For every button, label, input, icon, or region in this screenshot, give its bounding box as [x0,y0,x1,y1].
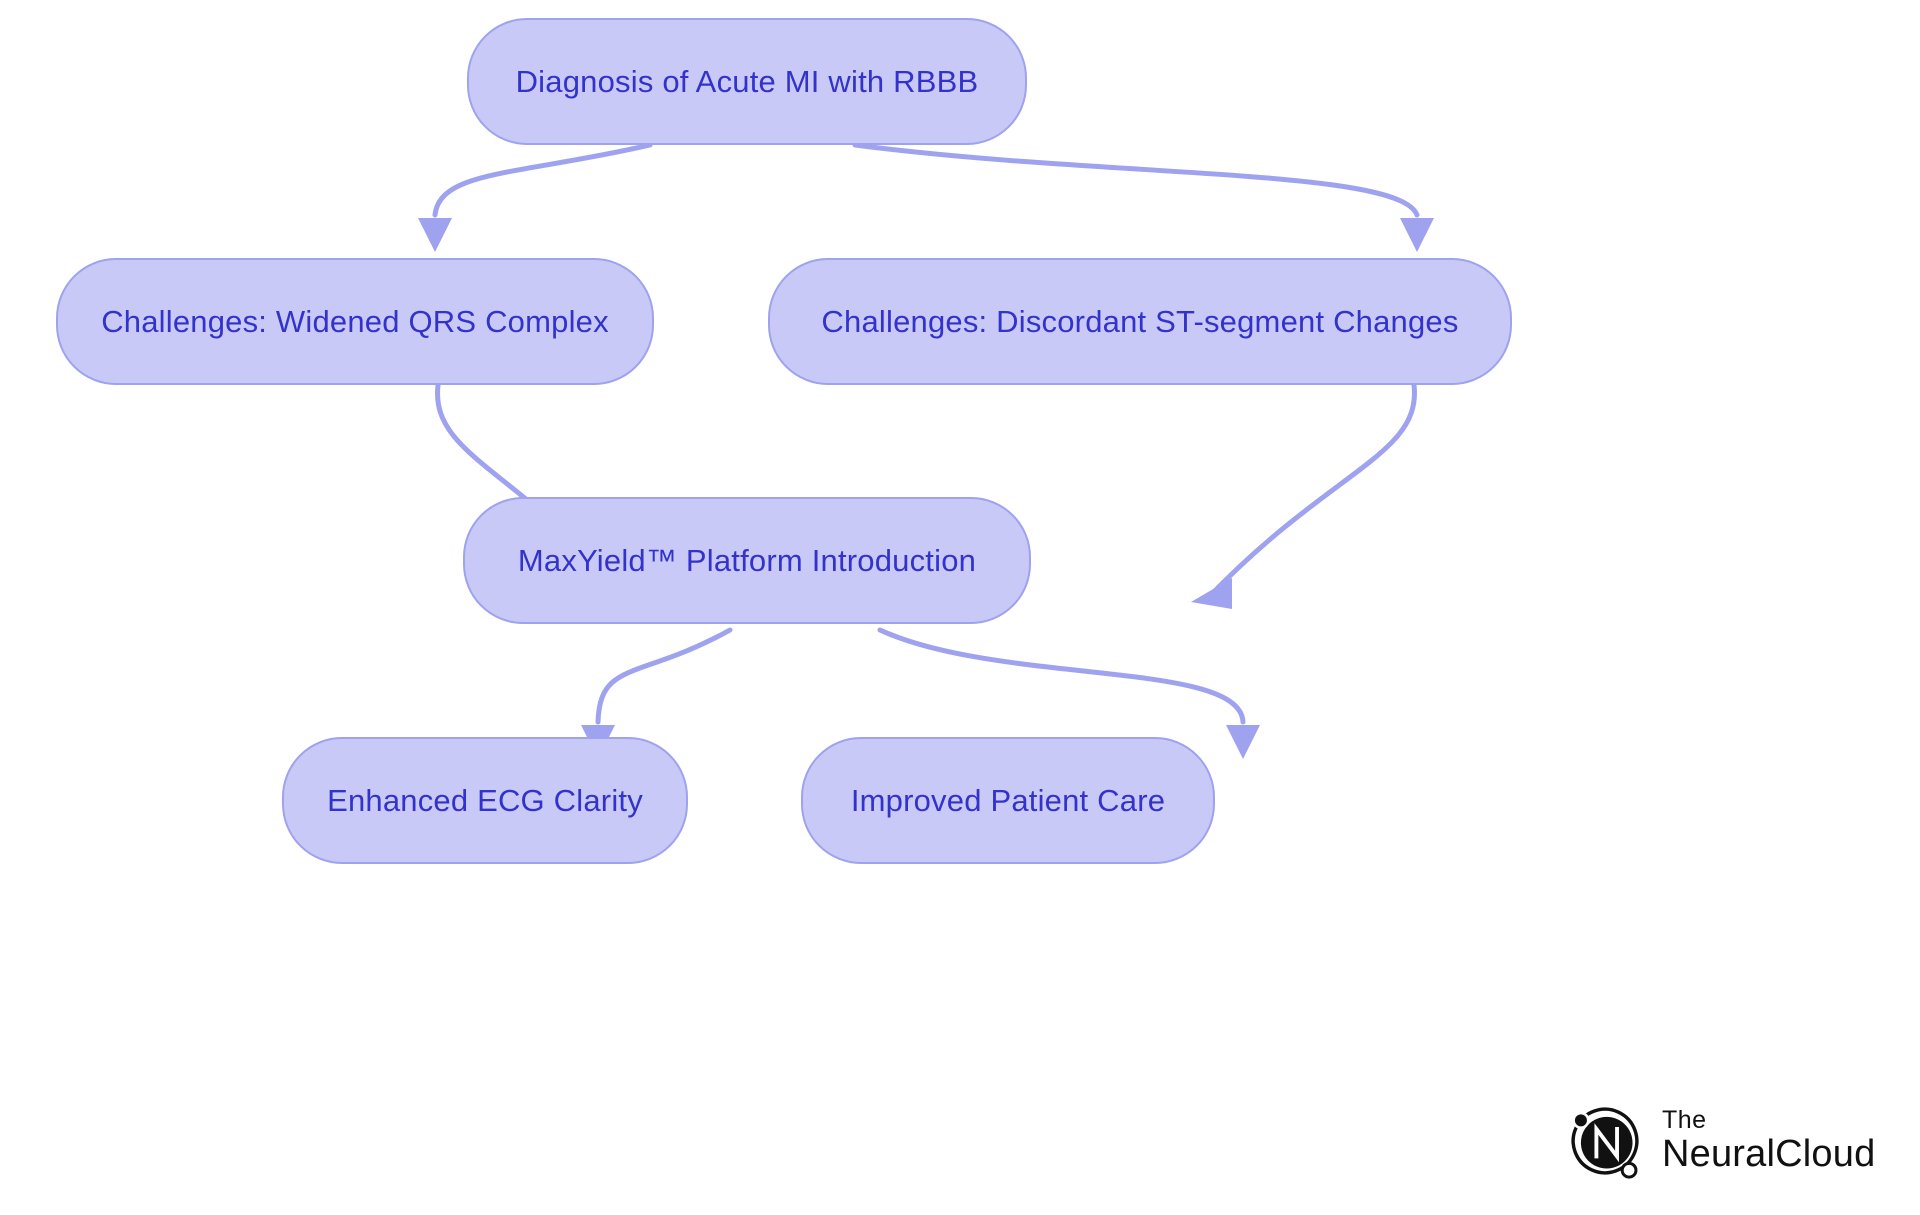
neuralcloud-logo: The NeuralCloud [1562,1098,1875,1184]
neuralcloud-logo-icon [1562,1098,1648,1184]
node-challenges-widened-qrs-complex[interactable]: Challenges: Widened QRS Complex [56,258,654,385]
node-label: Challenges: Widened QRS Complex [101,304,609,339]
node-challenges-discordant-st-segment-changes[interactable]: Challenges: Discordant ST-segment Change… [768,258,1512,385]
node-improved-patient-care[interactable]: Improved Patient Care [801,737,1215,864]
edge-n3-n4 [1205,382,1417,601]
logo-line-the: The [1662,1105,1707,1134]
node-label: Diagnosis of Acute MI with RBBB [515,64,979,99]
node-label: Improved Patient Care [850,783,1166,818]
node-enhanced-ecg-clarity[interactable]: Enhanced ECG Clarity [282,737,688,864]
node-maxyield-platform-introduction[interactable]: MaxYield™ Platform Introduction [463,497,1031,624]
arrowhead-n4-n6 [1226,725,1260,759]
node-label: Challenges: Discordant ST-segment Change… [821,304,1459,339]
neuralcloud-logo-text: The NeuralCloud [1662,1105,1876,1176]
node-label: MaxYield™ Platform Introduction [517,543,977,578]
node-diagnosis-of-acute-mi-with-rbbb[interactable]: Diagnosis of Acute MI with RBBB [467,18,1027,145]
arrowhead-n1-n3 [1400,218,1434,252]
logo-line-neuralcloud: NeuralCloud [1662,1133,1876,1176]
arrowhead-n3-n4 [1191,578,1232,609]
edge-n1-n3 [852,142,1420,218]
edge-n4-n6 [877,627,1246,725]
edge-n4-n5 [595,627,733,725]
edge-n1-n2 [432,142,653,218]
arrowhead-n1-n2 [418,218,452,252]
node-label: Enhanced ECG Clarity [327,783,643,818]
